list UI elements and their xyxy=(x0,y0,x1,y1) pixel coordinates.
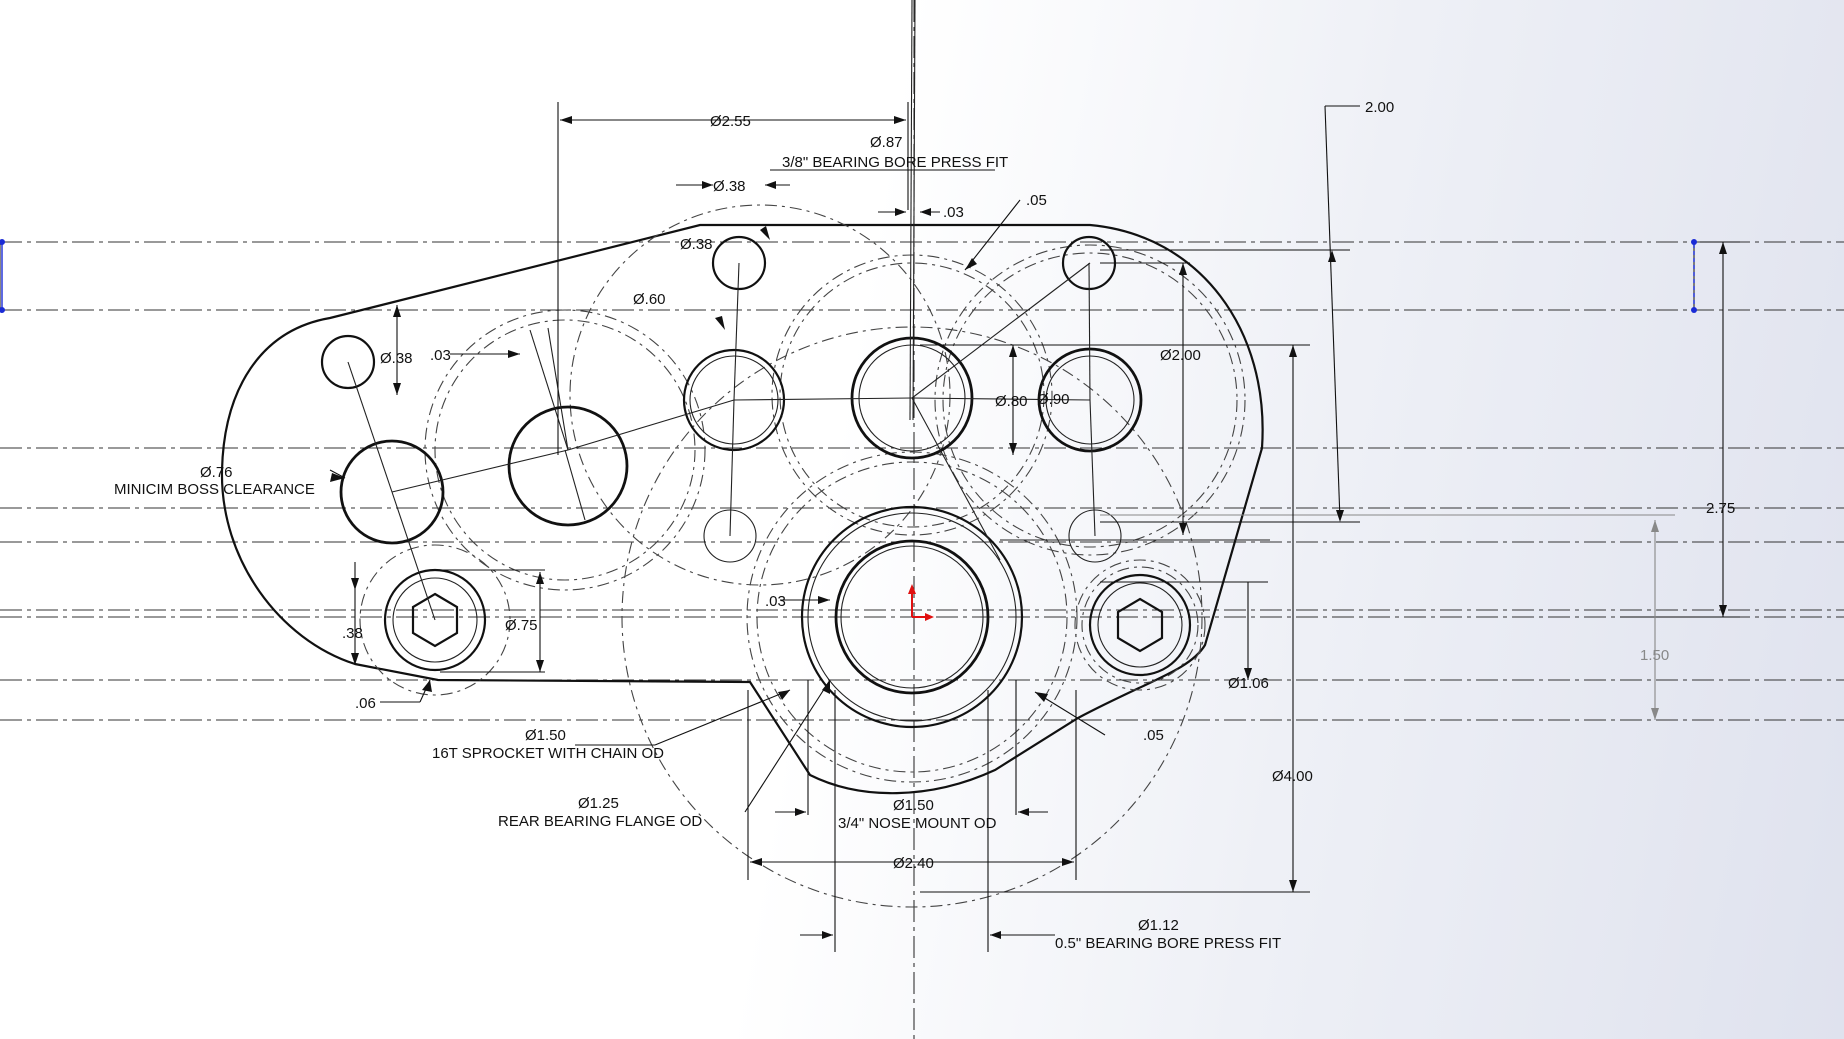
dim-rear-bore-dia: Ø1.12 xyxy=(1138,917,1179,934)
dim-hex-hole-dia: Ø.75 xyxy=(505,617,538,634)
dim-vertical-275: 2.75 xyxy=(1706,500,1735,517)
origin-icon xyxy=(908,584,934,621)
arrowheads xyxy=(330,116,1727,939)
dim-right-hex-dia: Ø1.06 xyxy=(1228,675,1269,692)
dim-hole-dia-080: Ø.80 xyxy=(995,393,1028,410)
dim-top-hole-dia-1: Ø.38 xyxy=(713,178,746,195)
dim-vertical-150-driven: 1.50 xyxy=(1640,647,1669,664)
dim-left-hole-dia: Ø.38 xyxy=(380,350,413,367)
pitch-circles xyxy=(359,204,1246,908)
dim-bearing-bore-note: 3/8" BEARING BORE PRESS FIT xyxy=(782,154,1008,171)
dim-hole-dia-060: Ø.60 xyxy=(633,291,666,308)
dim-top-offset: .05 xyxy=(1026,192,1047,209)
dim-vertical-200: 2.00 xyxy=(1365,99,1394,116)
plate-outline[interactable] xyxy=(220,223,1264,795)
dim-lower-left-offset: .38 xyxy=(342,625,363,642)
dim-boss-note: MINICIM BOSS CLEARANCE xyxy=(114,481,315,498)
dim-mid-gap: .03 xyxy=(765,593,786,610)
dim-nose-note: 3/4" NOSE MOUNT OD xyxy=(838,815,997,832)
dim-flange-note: REAR BEARING FLANGE OD xyxy=(498,813,702,830)
dimension-lines xyxy=(329,102,1740,952)
dim-lower-right-offset: .05 xyxy=(1143,727,1164,744)
dim-bearing-bore-dia: Ø.87 xyxy=(870,134,903,151)
dim-nose-dia: Ø1.50 xyxy=(893,797,934,814)
dim-sprocket-dia: Ø1.50 xyxy=(525,727,566,744)
link-lines xyxy=(347,0,1270,621)
dim-top-hole-dia-2: Ø.38 xyxy=(680,236,713,253)
dim-left-gap: .03 xyxy=(430,347,451,364)
dim-sprocket-note: 16T SPROCKET WITH CHAIN OD xyxy=(432,745,664,762)
dim-rear-bore-note: 0.5" BEARING BORE PRESS FIT xyxy=(1055,935,1281,952)
dim-hole-dia-090: Ø.90 xyxy=(1037,391,1070,408)
dim-boss-dia: Ø.76 xyxy=(200,464,233,481)
dim-bottom-gap: .06 xyxy=(355,695,376,712)
dim-flange-dia: Ø1.25 xyxy=(578,795,619,812)
dim-bearing-spacing-dia: Ø2.55 xyxy=(710,113,751,130)
sketch-point-markers[interactable] xyxy=(0,239,1697,313)
dim-right-spacing-dia: Ø2.00 xyxy=(1160,347,1201,364)
dim-pitch-dia: Ø2.40 xyxy=(893,855,934,872)
dim-outer-dia: Ø4.00 xyxy=(1272,768,1313,785)
dimension-labels[interactable]: Ø2.55 Ø.87 3/8" BEARING BORE PRESS FIT Ø… xyxy=(114,99,1735,952)
dim-top-gap: .03 xyxy=(943,204,964,221)
